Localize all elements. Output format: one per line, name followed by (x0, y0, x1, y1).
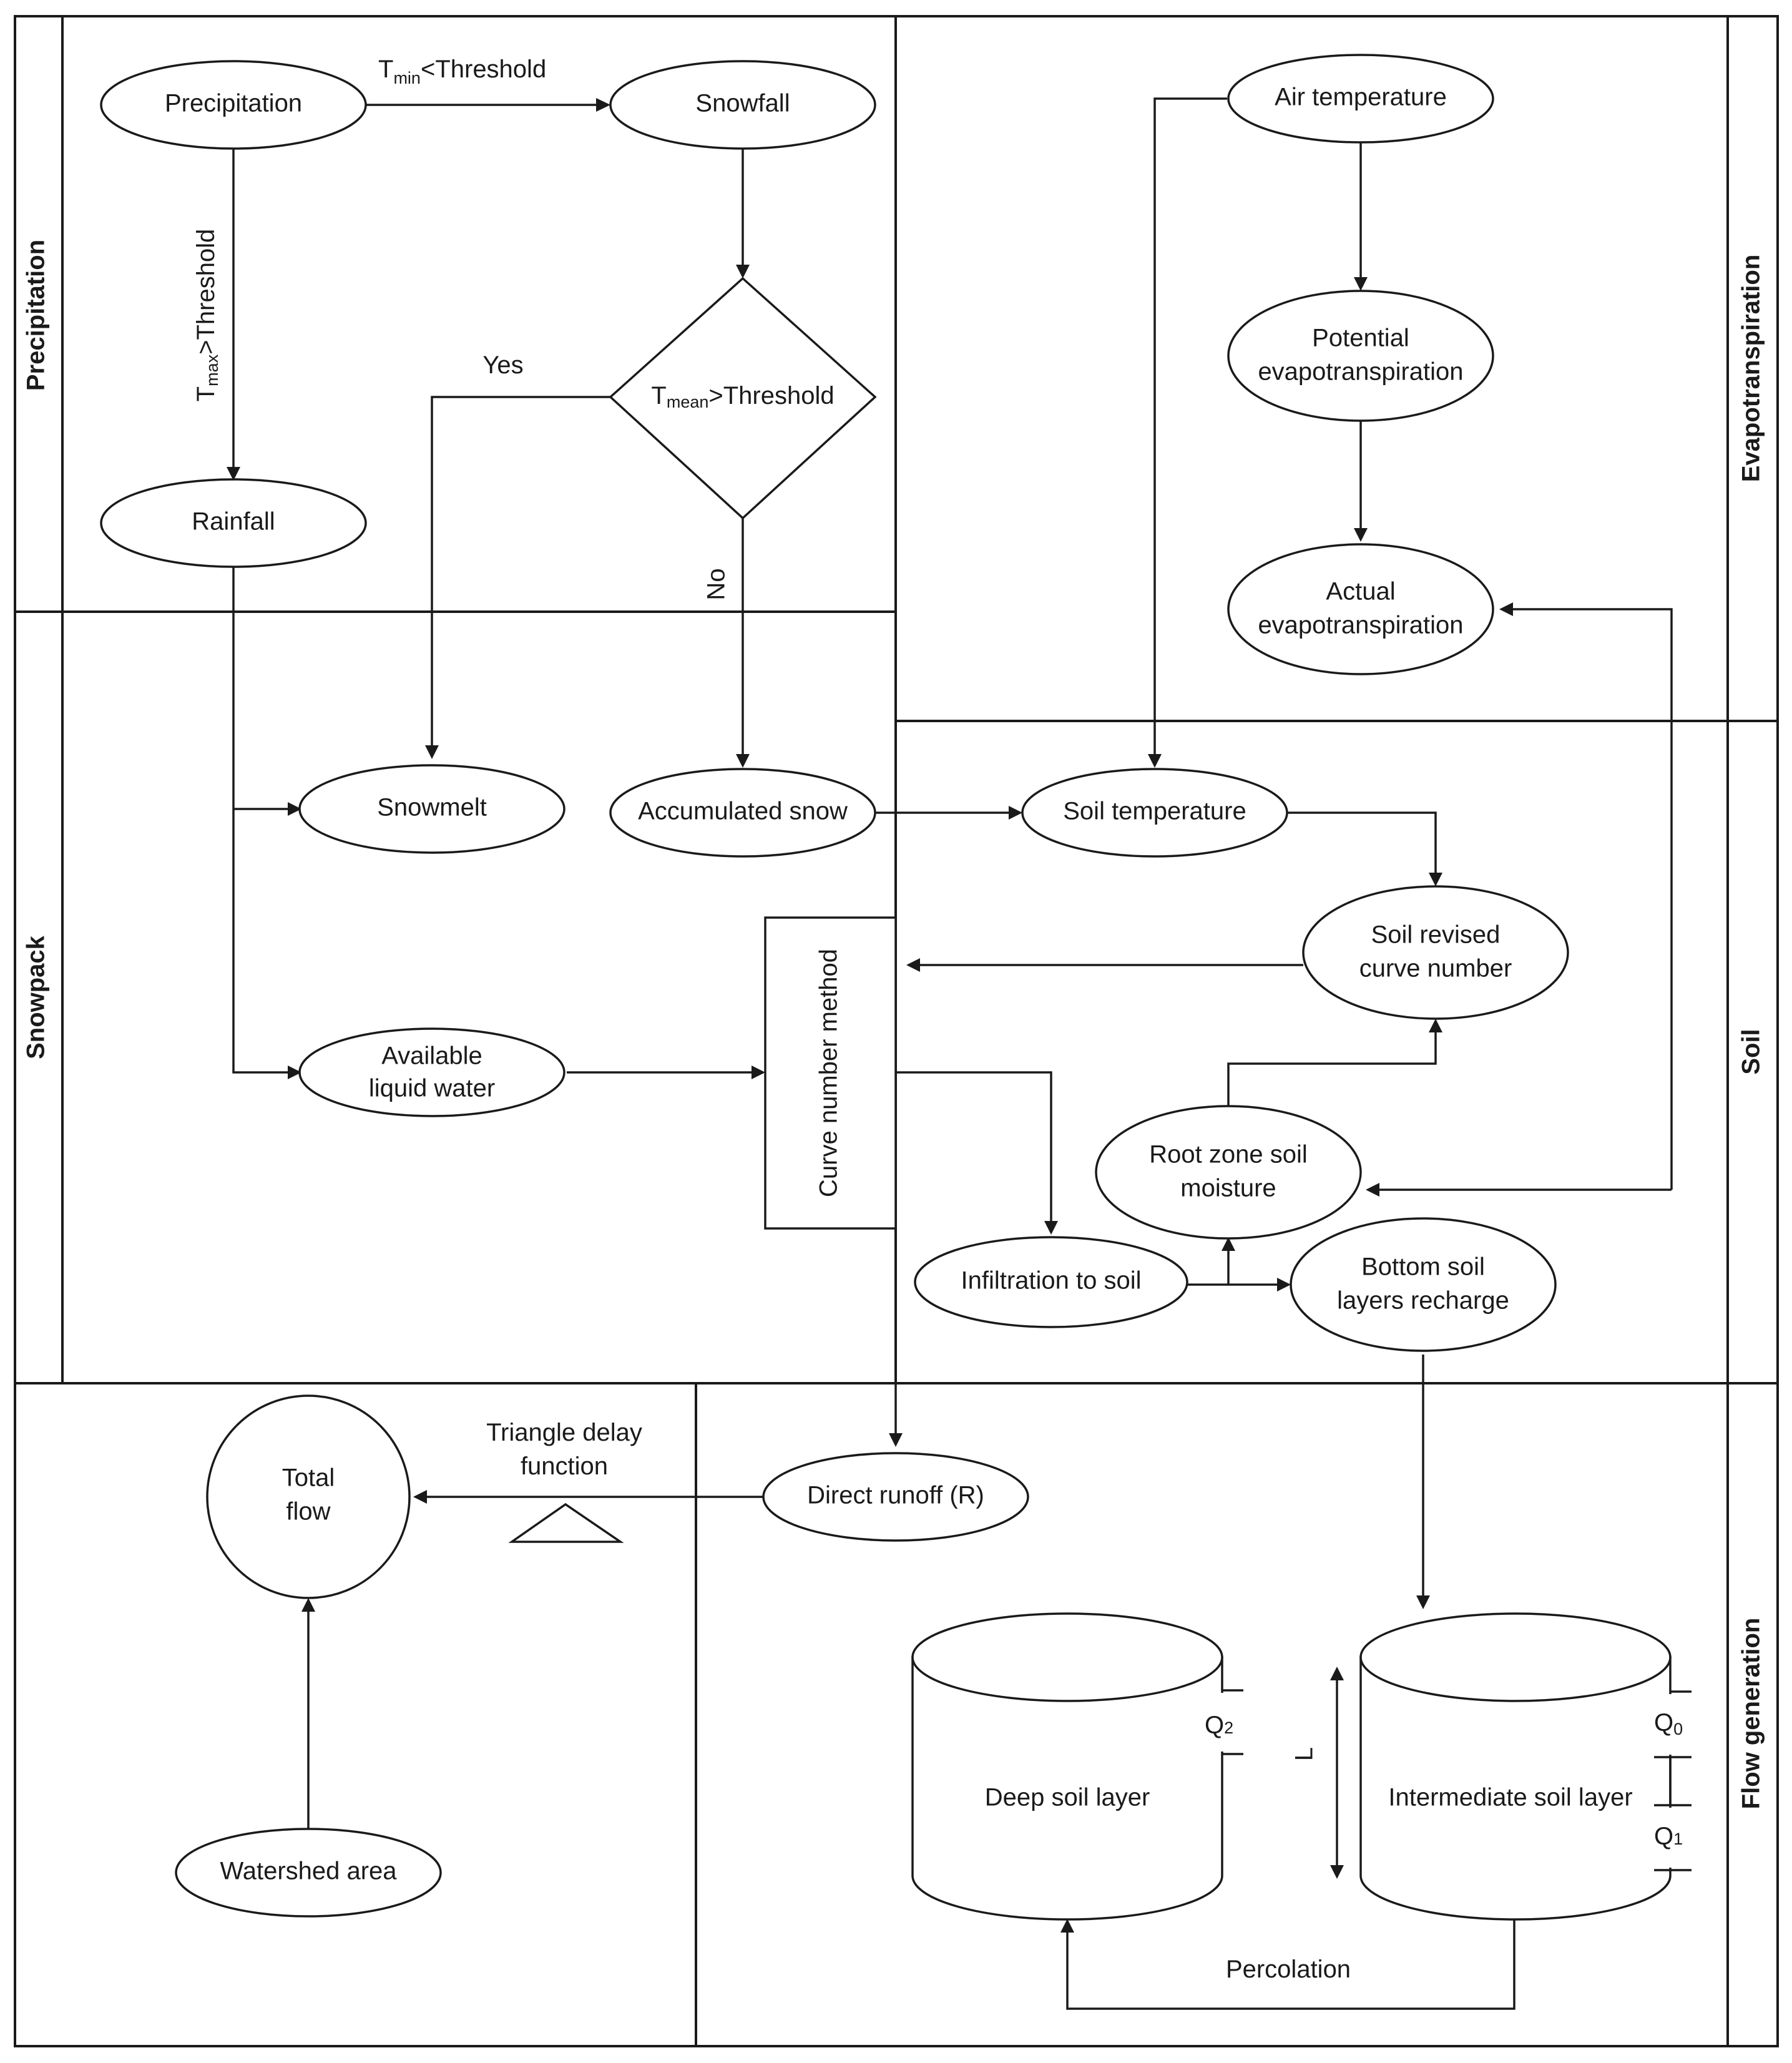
node-deep-soil-layer-label: Deep soil layer (985, 1784, 1150, 1811)
node-snowmelt-label: Snowmelt (377, 794, 487, 821)
node-watershed-area-label: Watershed area (220, 1858, 397, 1885)
label-tmax-threshold: Tmax>Threshold (192, 229, 222, 402)
node-direct-runoff-label: Direct runoff (R) (807, 1482, 984, 1509)
edge-decision-snowmelt (431, 396, 610, 748)
node-precipitation (100, 60, 367, 150)
node-rainfall (100, 478, 367, 568)
label-yes: Yes (482, 351, 523, 379)
node-available-liquid-water-line1: Available (381, 1042, 482, 1070)
node-air-temperature-label: Air temperature (1275, 84, 1447, 111)
section-title-snowpack: Snowpack (22, 935, 50, 1059)
node-snowfall-label: Snowfall (695, 90, 790, 117)
section-title-evapotranspiration: Evapotranspiration (1738, 255, 1765, 483)
edge-rootzone-revcn (1227, 1030, 1437, 1106)
label-triangle-delay-line1: Triangle delay (486, 1419, 642, 1446)
outlet-q0-label: Q0 (1654, 1709, 1683, 1739)
node-total-flow-line1: Total (282, 1464, 335, 1492)
edge-cn-infiltration (896, 1071, 1052, 1223)
node-infiltration-to-soil (914, 1236, 1188, 1328)
node-curve-number-method-label: Curve number method (815, 949, 843, 1197)
section-title-flow-generation: Flow generation (1738, 1618, 1765, 1810)
node-deep-soil-layer (911, 1612, 1243, 1921)
node-available-liquid-water (298, 1027, 566, 1117)
node-root-zone-line1: Root zone soil (1149, 1141, 1307, 1169)
node-total-flow-line2: flow (286, 1498, 330, 1526)
node-bottom-recharge-line2: layers recharge (1337, 1287, 1509, 1315)
edge-air-soiltemp (1153, 97, 1227, 757)
node-root-zone-line2: moisture (1180, 1175, 1276, 1202)
node-precipitation-label: Precipitation (165, 90, 302, 117)
node-potential-evapotranspiration (1227, 290, 1494, 422)
node-snowfall (609, 60, 876, 150)
node-infiltration-label: Infiltration to soil (961, 1267, 1141, 1295)
node-potential-et-line1: Potential (1312, 325, 1409, 352)
node-direct-runoff (762, 1452, 1029, 1542)
node-air-temperature (1227, 54, 1494, 144)
node-intermediate-soil-layer-label: Intermediate soil layer (1388, 1784, 1632, 1811)
node-decision-label: Tmean>Threshold (651, 382, 834, 412)
node-available-liquid-water-line2: liquid water (369, 1075, 495, 1102)
node-bottom-recharge-line1: Bottom soil (1361, 1253, 1485, 1281)
node-accumulated-snow (609, 768, 876, 858)
swimlane-frame (14, 15, 1779, 2047)
node-total-flow (206, 1394, 411, 1599)
node-root-zone-soil-moisture (1095, 1105, 1362, 1240)
section-title-soil: Soil (1738, 1029, 1765, 1074)
triangle-delay-icon (508, 1502, 624, 1543)
outlet-q1-label: Q1 (1654, 1823, 1683, 1850)
label-tmin-threshold: Tmin<Threshold (378, 56, 546, 87)
edge-rootzone-aet (1510, 608, 1673, 1190)
section-title-precipitation: Precipitation (22, 240, 50, 391)
node-accumulated-snow-label: Accumulated snow (638, 798, 848, 825)
outlet-q2-label: Q2 (1205, 1712, 1233, 1739)
label-triangle-delay-line2: function (521, 1453, 608, 1480)
label-percolation: Percolation (1226, 1956, 1351, 1983)
node-soil-revised-curve-number (1302, 885, 1569, 1020)
node-soil-revised-cn-line1: Soil revised (1371, 921, 1501, 949)
node-bottom-soil-layers-recharge (1290, 1217, 1557, 1352)
node-watershed-area (175, 1828, 442, 1918)
node-actual-evapotranspiration (1227, 543, 1494, 675)
node-decision-tmean (609, 277, 877, 520)
node-rainfall-label: Rainfall (192, 508, 275, 536)
node-snowmelt (298, 764, 566, 854)
node-soil-temperature (1021, 768, 1288, 858)
node-actual-et-line1: Actual (1326, 578, 1395, 605)
level-l-label: L (1291, 1747, 1318, 1761)
edge-soiltemp-cn (1287, 811, 1437, 875)
node-actual-et-line2: evapotranspiration (1258, 612, 1463, 639)
node-soil-revised-cn-line2: curve number (1359, 955, 1512, 982)
edge-rainfall-liquid (232, 567, 290, 1074)
node-soil-temperature-label: Soil temperature (1063, 798, 1246, 825)
edge-percolation (1066, 1918, 1515, 2010)
label-no: No (703, 568, 730, 600)
node-potential-et-line2: evapotranspiration (1258, 358, 1463, 386)
node-intermediate-soil-layer (1359, 1612, 1692, 1921)
node-curve-number-method (764, 916, 897, 1230)
connectors (227, 97, 1673, 2010)
